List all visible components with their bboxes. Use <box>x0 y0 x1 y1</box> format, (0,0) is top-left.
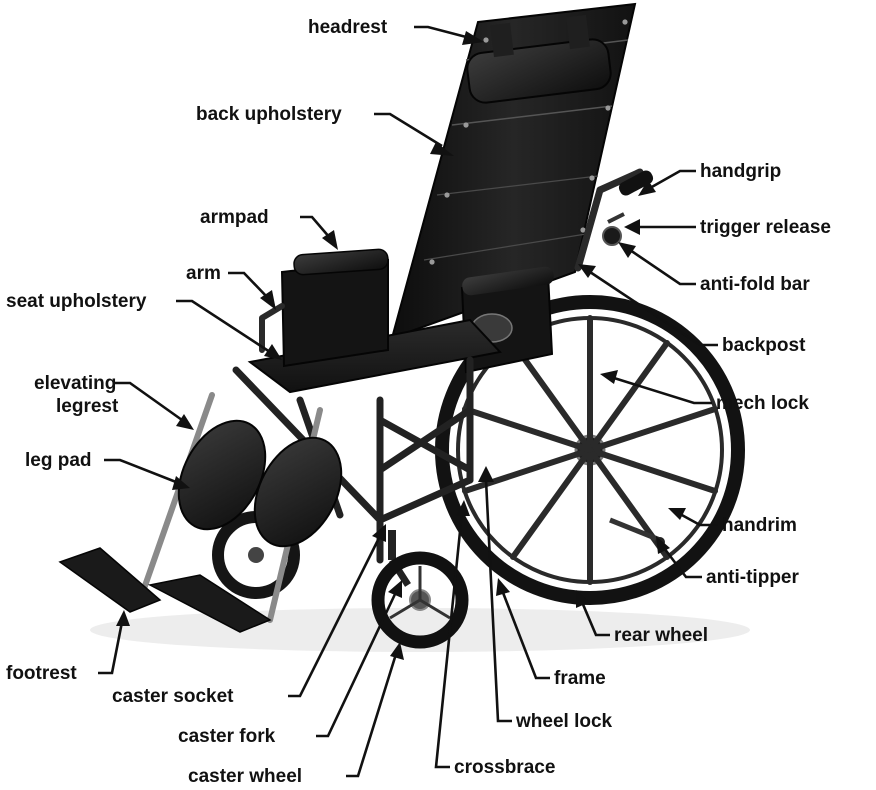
label-back-upholstery: back upholstery <box>196 104 342 125</box>
arrow-anti-fold-bar <box>618 242 636 258</box>
leader-anti-fold-bar <box>630 250 696 284</box>
label-caster-socket: caster socket <box>112 686 234 707</box>
wheelchair-illustration <box>60 4 750 652</box>
leader-wheel-lock <box>486 480 512 721</box>
leader-back-upholstery <box>374 114 442 146</box>
label-caster-fork: caster fork <box>178 726 276 747</box>
label-caster-wheel: caster wheel <box>188 766 302 787</box>
arrow-wheel-lock <box>478 466 494 482</box>
label-handrim: handrim <box>722 515 797 536</box>
label-backpost: backpost <box>722 335 806 356</box>
leader-arm <box>228 273 268 298</box>
arrow-trigger-release <box>624 219 640 235</box>
arrow-seat-upholstery <box>264 344 282 360</box>
leader-armpad <box>300 217 330 238</box>
label-crossbrace: crossbrace <box>454 757 555 778</box>
label-arm: arm <box>186 263 221 284</box>
label-leg-pad: leg pad <box>25 450 92 471</box>
front-arm <box>262 249 389 366</box>
arrow-mech-lock <box>600 370 618 384</box>
label-armpad: armpad <box>200 207 269 228</box>
arrow-backpost <box>578 264 596 278</box>
label-elevating-legrest-line2: legrest <box>56 396 119 417</box>
label-frame: frame <box>554 668 606 689</box>
arrow-footrest <box>116 610 130 626</box>
label-anti-tipper: anti-tipper <box>706 567 799 588</box>
leader-caster-wheel <box>346 654 396 776</box>
leader-headrest <box>414 27 470 38</box>
label-elevating-legrest-line1: elevating <box>34 373 116 394</box>
label-anti-fold-bar: anti-fold bar <box>700 274 810 295</box>
leader-elevating-legrest <box>114 383 182 420</box>
leader-leg-pad <box>104 460 176 482</box>
label-wheel-lock: wheel lock <box>515 711 613 732</box>
arrow-handrim <box>668 508 686 520</box>
label-handgrip: handgrip <box>700 161 781 182</box>
anti-tipper-drawing <box>610 520 665 547</box>
label-headrest: headrest <box>308 17 388 38</box>
label-mech-lock: mech lock <box>716 393 809 414</box>
label-footrest: footrest <box>6 663 77 684</box>
leader-handgrip <box>650 171 696 188</box>
leader-seat-upholstery <box>176 301 270 352</box>
label-trigger-release: trigger release <box>700 217 831 238</box>
label-seat-upholstery: seat upholstery <box>6 291 147 312</box>
label-rear-wheel: rear wheel <box>614 625 708 646</box>
legrest-assembly <box>60 395 359 632</box>
